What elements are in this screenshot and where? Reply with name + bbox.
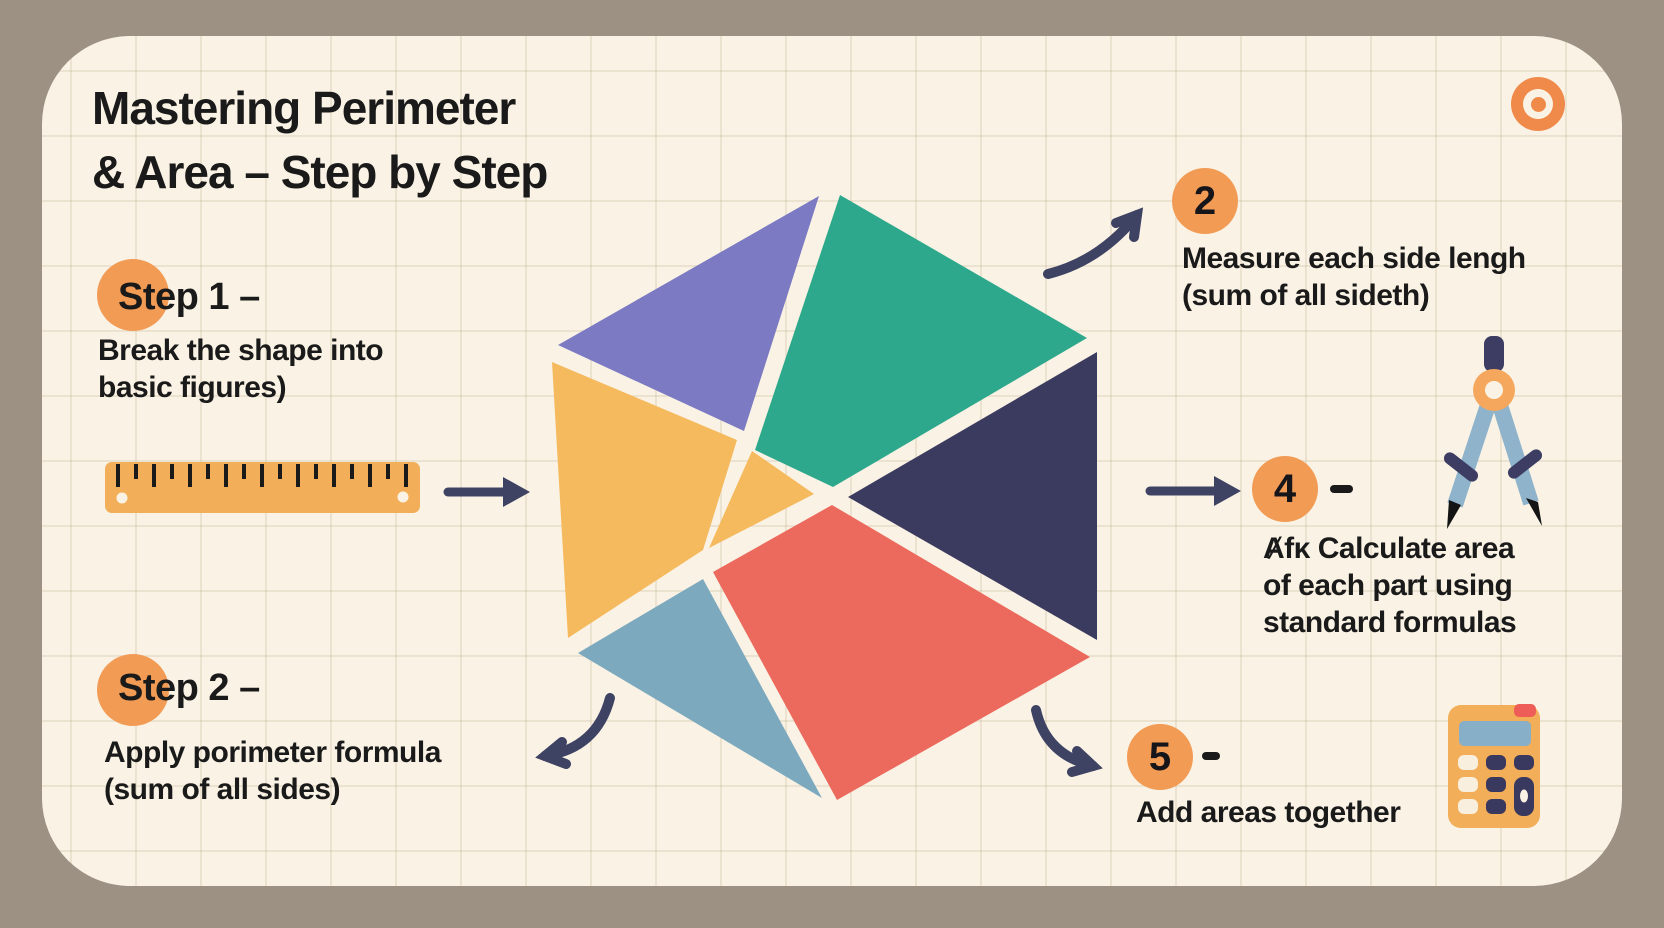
step4-description: Ⱥfκ Calculate area of each part using st… <box>1263 530 1517 641</box>
hexagon-piece-green <box>755 195 1087 487</box>
curved-arrow-down-right-icon <box>1031 705 1103 777</box>
step2-number: 2 <box>1193 178 1217 223</box>
step2-measure-line-2: (sum of all sideth) <box>1182 279 1430 312</box>
ruler-ticks <box>116 464 408 487</box>
ruler-icon <box>105 462 420 513</box>
step4-line-2: of each part using <box>1263 569 1513 602</box>
calculator-icon <box>1448 704 1540 828</box>
step2-label: Step 2 – <box>118 667 260 709</box>
target-icon <box>1511 77 1565 131</box>
arrow-right-icon <box>1145 476 1241 506</box>
step1-highlight-circle <box>97 259 169 331</box>
step5-line-1: Add areas together <box>1136 796 1401 829</box>
curved-arrow-up-right-icon <box>1043 207 1144 279</box>
target-icon-core <box>1530 96 1546 112</box>
hexagon-piece-yellow-large <box>552 362 737 638</box>
hexagon-piece-coral <box>713 505 1090 800</box>
hexagon-piece-steel <box>578 579 822 798</box>
step1-description: Break the shape into basic figures) <box>98 332 384 406</box>
step4-number-badge: 4 <box>1252 456 1318 522</box>
title-line-2: & Area – Step by Step <box>92 146 548 198</box>
compass-icon <box>1443 336 1543 529</box>
title-line-1: Mastering Perimeter <box>92 82 516 134</box>
step2-number-badge: 2 <box>1172 168 1238 234</box>
step2-description: Apply porimeter formula (sum of all side… <box>104 734 441 808</box>
hexagon-piece-navy <box>848 352 1097 640</box>
target-icon-ring <box>1523 89 1553 119</box>
step2-line-1: Apply porimeter formula <box>104 736 441 769</box>
step5-dash <box>1202 752 1220 760</box>
step2-highlight-circle <box>97 654 169 726</box>
step2-measure-line-1: Measure each side lengh <box>1182 242 1526 275</box>
arrow-right-icon <box>443 477 530 507</box>
hexagon-piece-purple <box>558 196 819 431</box>
step1-line-2: basic figures) <box>98 371 287 404</box>
step4-line-1: Ⱥfκ Calculate area <box>1263 532 1515 565</box>
step1-label: Step 1 – <box>118 276 260 318</box>
step4-line-3: standard formulas <box>1263 606 1517 639</box>
step4-dash <box>1330 485 1353 493</box>
curved-arrow-down-left-icon <box>535 693 615 769</box>
page-title: Mastering Perimeter & Area – Step by Ste… <box>92 76 548 204</box>
step4-number: 4 <box>1273 466 1297 511</box>
step5-number-badge: 5 <box>1127 724 1193 790</box>
step2-measure-description: Measure each side lengh (sum of all side… <box>1182 240 1526 314</box>
hexagon-shape <box>552 195 1097 800</box>
step5-number: 5 <box>1148 734 1172 779</box>
step2-line-2: (sum of all sides) <box>104 773 341 806</box>
hexagon-piece-yellow-small <box>709 451 814 548</box>
step1-line-1: Break the shape into <box>98 334 384 367</box>
step5-description: Add areas together <box>1136 794 1401 831</box>
